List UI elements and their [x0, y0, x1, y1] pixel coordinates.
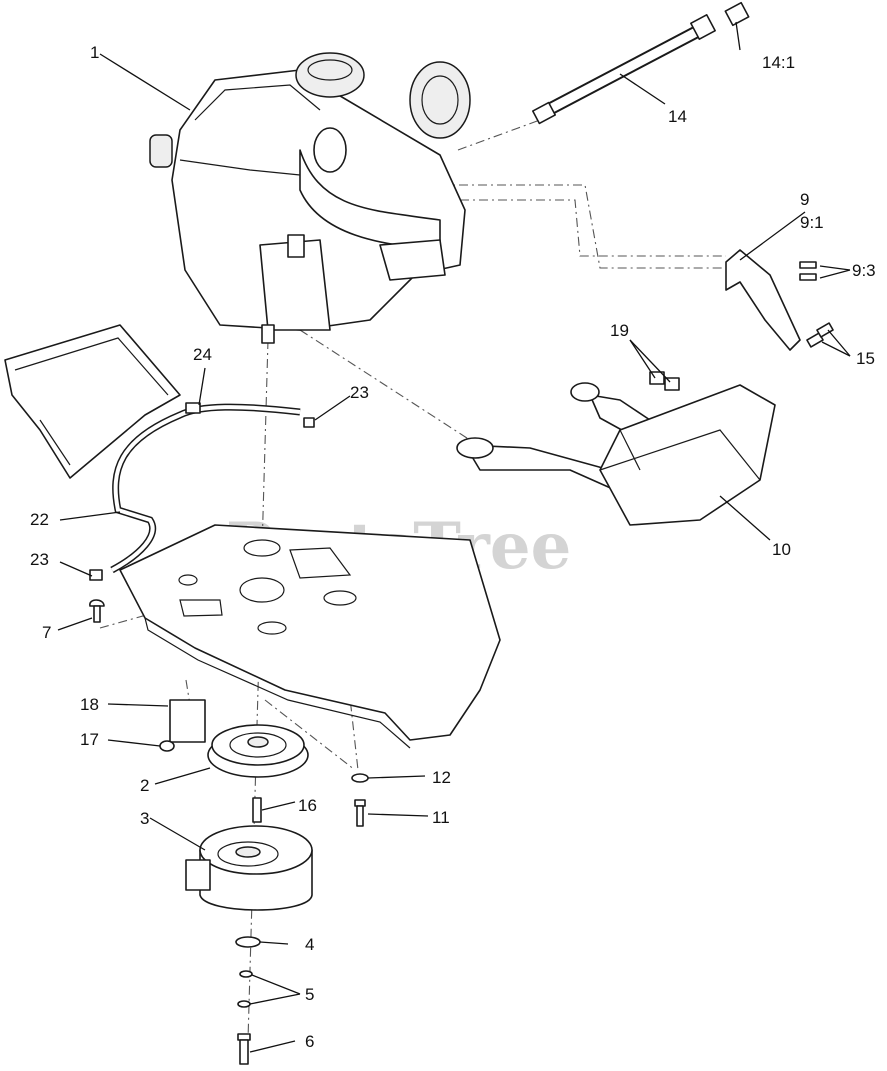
- callout-17: 17: [80, 730, 99, 749]
- callout-9-1: 9:1: [800, 213, 824, 232]
- fuel-hose-14: [531, 1, 750, 125]
- callout-9-3: 9:3: [852, 261, 876, 280]
- callout-12: 12: [432, 768, 451, 787]
- callout-7: 7: [42, 623, 51, 642]
- callout-4: 4: [305, 935, 314, 954]
- callout-5: 5: [305, 985, 314, 1004]
- fuel-line: [89, 402, 315, 581]
- callout-19: 19: [610, 321, 629, 340]
- callout-23-lower: 23: [30, 550, 49, 569]
- callout-9: 9: [800, 190, 809, 209]
- pulley: [207, 724, 309, 778]
- rear-shield: [4, 324, 181, 479]
- hardware: [89, 599, 369, 1065]
- callout-labels: 1 14:1 14 9 9:1 9:3 19 15 24 23 22 10 23…: [30, 43, 876, 1051]
- callout-15: 15: [856, 349, 875, 368]
- callout-23-upper: 23: [350, 383, 369, 402]
- callout-16: 16: [298, 796, 317, 815]
- callout-2: 2: [140, 776, 149, 795]
- engine-deck-plate: [119, 524, 501, 749]
- callout-14: 14: [668, 107, 687, 126]
- callout-24: 24: [193, 345, 212, 364]
- callout-11: 11: [432, 808, 450, 827]
- callout-10: 10: [772, 540, 791, 559]
- callout-3: 3: [140, 809, 149, 828]
- engine: [149, 52, 471, 344]
- leader-lines: [57, 21, 851, 1053]
- callout-14-1: 14:1: [762, 53, 795, 72]
- callout-18: 18: [80, 695, 99, 714]
- muffler-bracket: [725, 249, 834, 351]
- callout-6: 6: [305, 1032, 314, 1051]
- electric-clutch: [185, 825, 313, 911]
- callout-22: 22: [30, 510, 49, 529]
- callout-1: 1: [90, 43, 99, 62]
